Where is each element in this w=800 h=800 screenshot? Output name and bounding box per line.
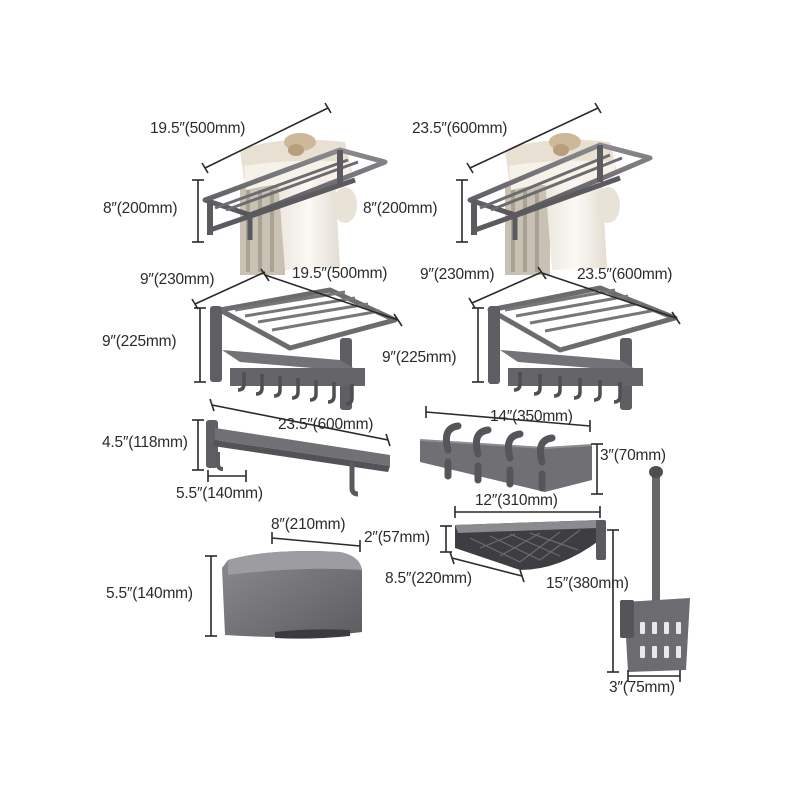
dim-label-hookrack600-length: 23.5″(600mm) — [577, 266, 673, 283]
dim-label-brush-height: 15″(380mm) — [546, 575, 629, 592]
corner-shelf — [455, 520, 606, 570]
dim-label-rack600-height: 8″(200mm) — [363, 200, 438, 217]
dim-label-towelbar-height: 4.5″(118mm) — [102, 434, 188, 451]
dim-label-rack600-depth: 9″(230mm) — [420, 266, 495, 283]
tissue-box — [222, 551, 362, 639]
dim-label-shelf-depth: 8.5″(220mm) — [385, 570, 472, 587]
towel-rack-500 — [202, 133, 388, 275]
dim-label-hookrack600-height: 9″(225mm) — [382, 349, 457, 366]
dim-label-robehooks-length: 14″(350mm) — [490, 408, 573, 425]
hook-rack-600 — [487, 285, 678, 410]
dim-label-rack500-depth: 9″(230mm) — [140, 271, 215, 288]
dimension-lines — [191, 102, 681, 682]
dim-label-tissuebox-height: 5.5″(140mm) — [106, 585, 193, 602]
towel-rack-600 — [467, 133, 653, 275]
dim-label-rack500-length: 19.5″(500mm) — [150, 120, 246, 137]
dim-label-robehooks-height: 3″(70mm) — [600, 447, 666, 464]
dim-label-hookrack500-height: 9″(225mm) — [102, 333, 177, 350]
dim-label-rack500-height: 8″(200mm) — [103, 200, 178, 217]
dim-label-shelf-length: 12″(310mm) — [475, 492, 558, 509]
toilet-brush — [620, 466, 690, 672]
hanging-towel-white — [545, 180, 607, 270]
dim-label-rack600-length: 23.5″(600mm) — [412, 120, 508, 137]
dim-label-towelbar-length: 23.5″(600mm) — [278, 416, 374, 433]
dim-label-brush-width: 3″(75mm) — [609, 679, 675, 696]
dim-label-tissuebox-length: 8″(210mm) — [271, 516, 346, 533]
dim-label-shelf-height: 2″(57mm) — [364, 529, 430, 546]
robe-hooks — [419, 422, 593, 492]
dim-label-towelbar-depth: 5.5″(140mm) — [176, 485, 263, 502]
towel-bar — [206, 420, 390, 497]
dim-label-hookrack500-length: 19.5″(500mm) — [292, 265, 388, 282]
hook-rack-500 — [210, 287, 398, 410]
